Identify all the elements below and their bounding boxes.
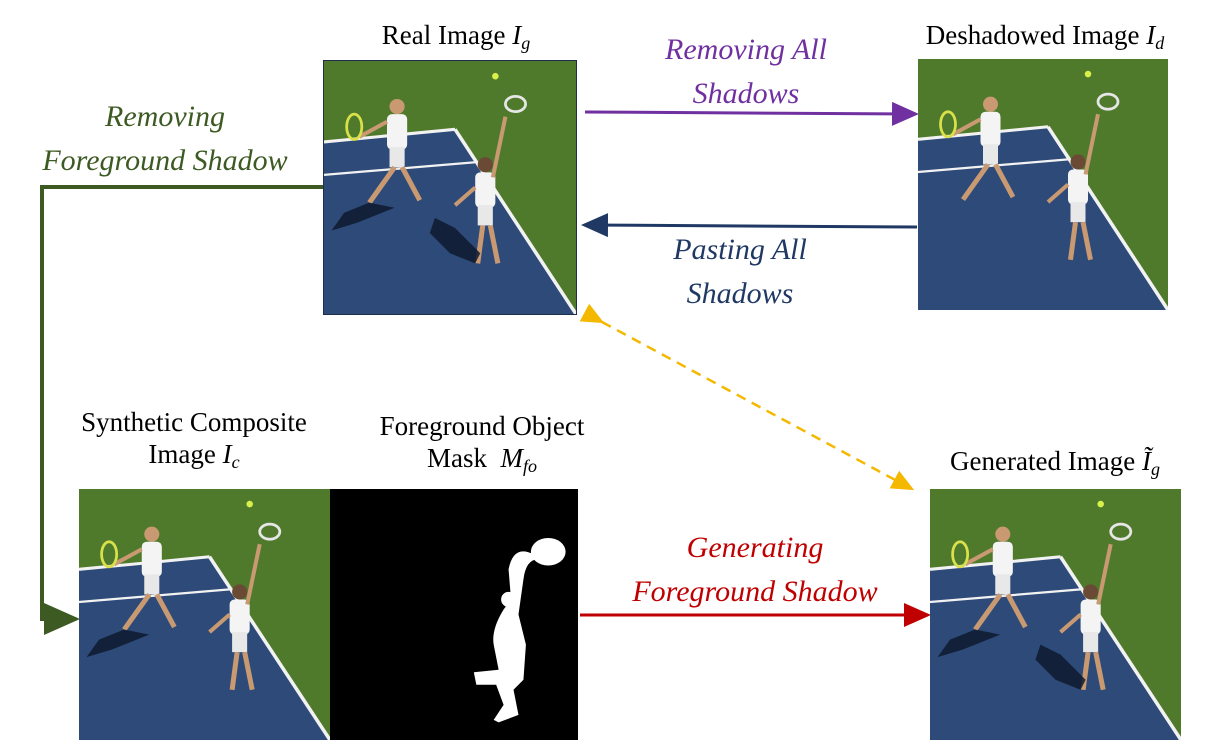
composite-image-symbol: I [222, 439, 232, 469]
composite-image [79, 489, 330, 740]
remove-foreground-shadow-line1: Removing [105, 100, 225, 133]
generate-foreground-shadow-line2: Foreground Shadow [632, 575, 878, 608]
generate-foreground-shadow-label: Generating Foreground Shadow [600, 526, 910, 614]
real-image-name: Real Image [381, 20, 506, 50]
remove-all-shadows-label: Removing All Shadows [606, 28, 886, 116]
deshadowed-image-subscript: d [1155, 33, 1165, 53]
comparison-dashed-arrow [579, 303, 915, 491]
generate-foreground-shadow-line1: Generating [686, 531, 824, 564]
composite-image-name-line2: Image [148, 439, 216, 469]
remove-foreground-shadow-arrow [40, 185, 324, 635]
mask-name-line1: Foreground Object [379, 411, 585, 441]
generated-image [930, 489, 1181, 740]
paste-all-shadows-line2: Shadows [686, 277, 794, 310]
mask-symbol: M [500, 443, 523, 473]
remove-foreground-shadow-line2: Foreground Shadow [42, 144, 288, 177]
remove-all-shadows-arrow [584, 101, 919, 126]
remove-all-shadows-line1: Removing All [665, 33, 827, 66]
generated-image-subscript: g [1150, 459, 1160, 479]
mask-label: Foreground Object Mask Mfo [346, 410, 618, 482]
remove-foreground-shadow-label: Removing Foreground Shadow [10, 95, 320, 183]
deshadowed-image-name: Deshadowed Image [925, 20, 1140, 50]
generated-image-name: Generated Image [950, 446, 1136, 476]
real-image-symbol: I [512, 20, 522, 50]
mask-subscript: fo [522, 456, 537, 476]
generated-image-label: Generated Image Ĩg [910, 445, 1200, 485]
composite-image-name-line1: Synthetic Composite [81, 407, 307, 437]
generated-image-symbol: Ĩ [1141, 446, 1151, 476]
deshadowed-image-symbol: I [1146, 20, 1156, 50]
composite-image-label: Synthetic Composite Image Ic [44, 406, 344, 478]
paste-all-shadows-label: Pasting All Shadows [600, 228, 880, 316]
real-image [323, 60, 577, 315]
paste-all-shadows-arrow [581, 213, 918, 238]
deshadowed-image-label: Deshadowed Image Id [880, 19, 1210, 59]
deshadowed-image [918, 59, 1168, 310]
mask-name-line2: Mask [426, 443, 487, 473]
composite-image-subscript: c [231, 452, 240, 472]
foreground-object-mask [330, 489, 578, 740]
real-image-subscript: g [521, 33, 531, 53]
real-image-label: Real Image Ig [336, 19, 576, 59]
paste-all-shadows-line1: Pasting All [673, 233, 807, 266]
remove-all-shadows-line2: Shadows [692, 77, 800, 110]
